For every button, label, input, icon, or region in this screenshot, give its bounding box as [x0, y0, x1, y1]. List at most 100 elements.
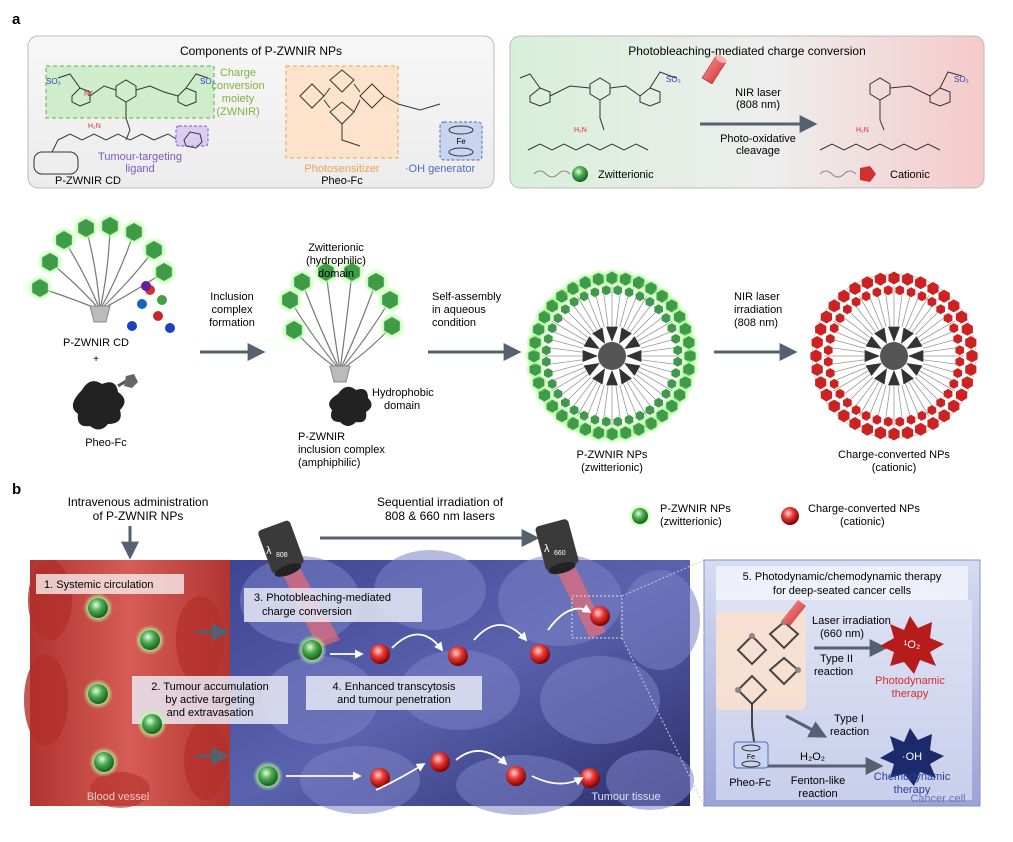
step2-line2: by active targeting [165, 694, 254, 706]
np-chain [833, 370, 869, 392]
np-inner-unit [955, 345, 965, 356]
porphyrin-structure [299, 69, 441, 147]
np-inner-unit [825, 333, 835, 344]
np-outer-unit [579, 276, 591, 290]
zw-np-particle [140, 630, 160, 650]
tumour-ligand-line2: ligand [125, 163, 154, 175]
atom-ball [127, 321, 137, 331]
cc-np-particle [580, 768, 600, 788]
sulfonate-right-2: SO₃ [954, 75, 969, 84]
zwnir-left-structure [519, 71, 677, 151]
tumour-tissue-label: Tumour tissue [591, 791, 660, 803]
amine-right: H₂N [856, 127, 869, 134]
cc-np-particle [448, 646, 468, 666]
zwitterionic-label: Zwitterionic [598, 169, 654, 181]
zwnir-structure [57, 73, 209, 141]
lambda-808-symbol: λ [266, 545, 272, 557]
np-core-unit [619, 327, 632, 344]
np-outer-unit [961, 376, 973, 390]
np-core [880, 342, 908, 370]
np-inner-unit [569, 296, 579, 307]
np-core-unit [908, 350, 924, 362]
cat-chain-icon [819, 170, 857, 178]
step3-line2: irradiation [734, 304, 782, 316]
np-inner-unit [543, 368, 553, 379]
laser-660-mini-icon [782, 600, 806, 626]
np-inner-unit [547, 378, 557, 389]
atom-ball [137, 299, 147, 309]
np-inner-unit [673, 356, 683, 367]
np-chain [919, 370, 955, 392]
step1-line3: formation [209, 317, 255, 329]
np-core-unit [874, 327, 887, 344]
porphyrin-highlight [716, 612, 806, 710]
np-core-unit [582, 350, 598, 362]
np-inner-unit [553, 388, 563, 399]
step2-line1: Self-assembly [432, 291, 502, 303]
np-inner-unit [667, 378, 677, 389]
laser-irr-line1: Laser irradiation [812, 615, 891, 627]
cd-zwnir-hex [126, 223, 142, 241]
cc-np-particle [506, 766, 526, 786]
zoom-source-box [571, 595, 623, 639]
np-outer-unit [849, 417, 861, 430]
np-outer-unit [955, 388, 968, 402]
np-inner-unit [825, 368, 835, 379]
np-core-unit [624, 336, 641, 349]
oh-generator-label: ·OH generator [405, 163, 476, 175]
cleavage-line2: cleavage [736, 145, 780, 157]
np-core-unit [606, 326, 618, 342]
np-outer-unit [961, 322, 973, 336]
np-inner-unit [943, 313, 953, 324]
cc-np-particle [370, 644, 390, 664]
np-inner-unit [936, 304, 945, 315]
np-inner-unit [949, 378, 959, 389]
cationic-structure [819, 71, 963, 151]
np-inner-unit [645, 296, 655, 307]
np-chain [908, 381, 930, 417]
charge-moiety-line1: Charge [220, 67, 256, 79]
np-outer-unit [606, 427, 618, 441]
np-inner-unit [613, 416, 623, 427]
np-inner-unit [624, 414, 634, 425]
np-inner-unit [955, 356, 965, 367]
np-outer-unit [927, 417, 939, 430]
cd-brush-icon [27, 213, 177, 333]
cleavage-line1: Photo-oxidative [720, 133, 796, 145]
cc-label-line1: Charge-converted NPs [838, 449, 950, 461]
np-inner-unit [851, 296, 861, 307]
np-inner-unit [906, 414, 916, 425]
np-inner-unit [667, 323, 677, 334]
np-inner-unit [883, 285, 893, 296]
type1-arrow [785, 714, 828, 738]
np-core-unit [592, 368, 605, 385]
step4-line1: 4. Enhanced transcytosis [333, 681, 456, 693]
np-inner-unit [624, 287, 634, 298]
step3-box [244, 588, 422, 622]
np-inner-unit [843, 397, 852, 408]
charge-moiety-line2: conversion [211, 80, 264, 92]
ferrocene-structure [448, 125, 474, 157]
cc-label-line2: (cationic) [872, 462, 917, 474]
np-chain [626, 381, 648, 417]
np-chain [576, 295, 598, 331]
assembly-cd-label: P-ZWNIR CD [63, 337, 129, 349]
sulfonate-right: SO₃ [200, 77, 215, 86]
pheo-mini-label: Pheo-Fc [729, 777, 771, 789]
pdt-line1: Photodynamic [875, 675, 945, 687]
cd-zwnir-hex [78, 219, 94, 237]
cc-np-particle [430, 752, 450, 772]
zw-chain-icon [533, 170, 571, 178]
np-core-unit [865, 363, 882, 376]
np-outer-unit [888, 427, 900, 441]
pheo-fc-blob-icon [72, 374, 138, 430]
np-inner-unit [829, 378, 839, 389]
legend-zw-line1: P-ZWNIR NPs [660, 503, 731, 515]
zwnir-highlight-box [45, 65, 215, 119]
zw-domain-line2: (hydrophilic) [306, 255, 366, 267]
nir-laser-icon [701, 55, 727, 85]
cc-np-particle [530, 644, 550, 664]
zw-domain-line3: domain [318, 268, 354, 280]
cd-zwnir-hex [146, 241, 162, 259]
np-chain [551, 370, 587, 392]
